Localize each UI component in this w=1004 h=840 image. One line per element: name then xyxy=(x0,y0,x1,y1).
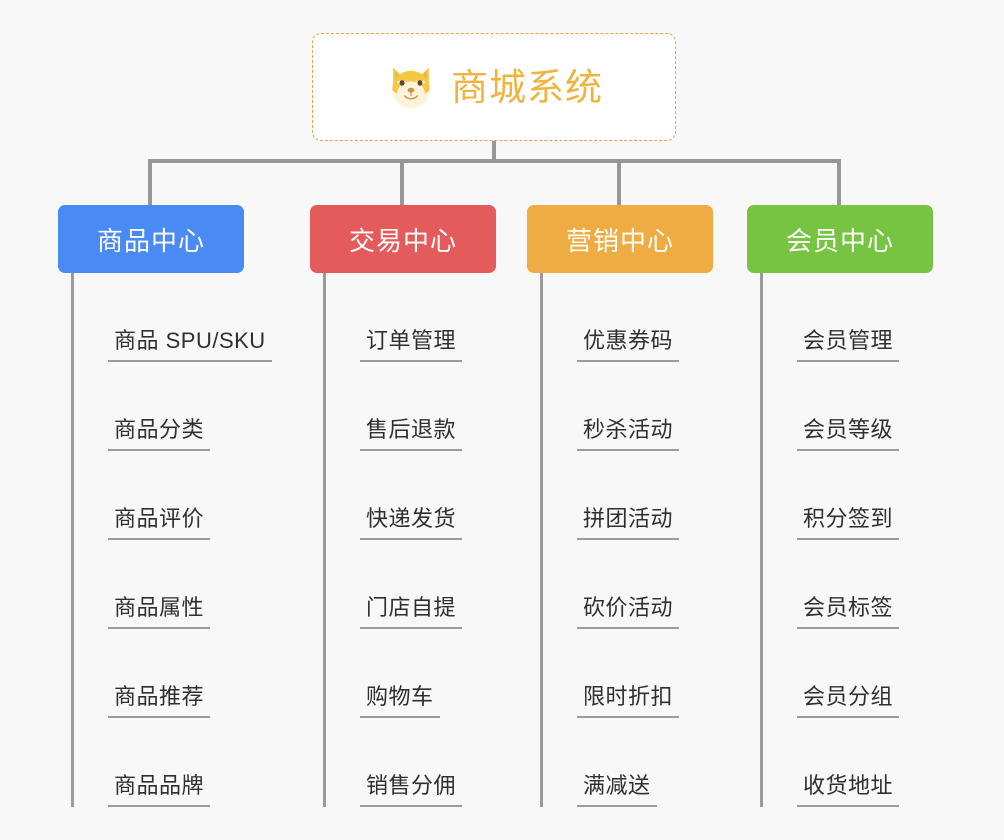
leaf-label: 商品评价 xyxy=(108,506,211,540)
list-item[interactable]: 商品分类 xyxy=(74,362,298,451)
category-header-member-center[interactable]: 会员中心 xyxy=(747,205,933,273)
list-item[interactable]: 门店自提 xyxy=(326,540,528,629)
leaf-label: 满减送 xyxy=(577,773,657,807)
branch-marketing-center: 营销中心 优惠券码 秒杀活动 拼团活动 砍价活动 限时折扣 满减送 xyxy=(527,205,737,807)
connector-drop-trade-center xyxy=(400,159,404,205)
list-item[interactable]: 会员标签 xyxy=(763,540,955,629)
connector-drop-marketing-center xyxy=(617,159,621,205)
root-node-title: 商城系统 xyxy=(451,66,603,108)
leaf-label: 会员标签 xyxy=(797,595,900,629)
category-header-product-center[interactable]: 商品中心 xyxy=(58,205,244,273)
leaf-label: 积分签到 xyxy=(797,506,900,540)
list-item[interactable]: 商品推荐 xyxy=(74,629,298,718)
leaf-label: 限时折扣 xyxy=(577,684,680,718)
leaf-label: 订单管理 xyxy=(360,328,463,362)
list-item[interactable]: 商品品牌 xyxy=(74,718,298,807)
category-header-marketing-center[interactable]: 营销中心 xyxy=(527,205,713,273)
connector-drop-member-center xyxy=(837,159,841,205)
list-item[interactable]: 售后退款 xyxy=(326,362,528,451)
branch-product-center: 商品中心 商品 SPU/SKU 商品分类 商品评价 商品属性 商品推荐 商品品牌 xyxy=(58,205,298,807)
list-item[interactable]: 限时折扣 xyxy=(543,629,737,718)
list-item[interactable]: 收货地址 xyxy=(763,718,955,807)
list-item[interactable]: 销售分佣 xyxy=(326,718,528,807)
leaf-label: 收货地址 xyxy=(797,773,900,807)
connector-horizontal-bus xyxy=(148,159,841,163)
leaf-label: 商品推荐 xyxy=(108,684,211,718)
category-title: 营销中心 xyxy=(565,225,674,256)
leaf-label: 会员分组 xyxy=(797,684,900,718)
leaf-label: 商品品牌 xyxy=(108,773,211,807)
leaf-list-marketing-center: 优惠券码 秒杀活动 拼团活动 砍价活动 限时折扣 满减送 xyxy=(540,273,737,807)
category-header-trade-center[interactable]: 交易中心 xyxy=(310,205,496,273)
branch-trade-center: 交易中心 订单管理 售后退款 快递发货 门店自提 购物车 销售分佣 xyxy=(310,205,528,807)
list-item[interactable]: 秒杀活动 xyxy=(543,362,737,451)
leaf-list-member-center: 会员管理 会员等级 积分签到 会员标签 会员分组 收货地址 xyxy=(760,273,955,807)
leaf-label: 销售分佣 xyxy=(360,773,463,807)
shiba-dog-face-icon xyxy=(392,67,430,109)
list-item[interactable]: 商品属性 xyxy=(74,540,298,629)
list-item[interactable]: 购物车 xyxy=(326,629,528,718)
leaf-label: 会员等级 xyxy=(797,417,900,451)
leaf-label: 售后退款 xyxy=(360,417,463,451)
list-item[interactable]: 快递发货 xyxy=(326,451,528,540)
list-item[interactable]: 商品评价 xyxy=(74,451,298,540)
leaf-label: 砍价活动 xyxy=(577,595,680,629)
leaf-label: 秒杀活动 xyxy=(577,417,680,451)
connector-drop-product-center xyxy=(148,159,152,205)
list-item[interactable]: 订单管理 xyxy=(326,273,528,362)
leaf-label: 商品 SPU/SKU xyxy=(108,328,272,362)
root-node-mall-system[interactable]: 商城系统 xyxy=(312,33,676,141)
category-title: 会员中心 xyxy=(785,225,894,256)
connector-root-stem xyxy=(492,141,496,162)
branch-member-center: 会员中心 会员管理 会员等级 积分签到 会员标签 会员分组 收货地址 xyxy=(747,205,955,807)
leaf-label: 购物车 xyxy=(360,684,440,718)
leaf-label: 优惠券码 xyxy=(577,328,680,362)
leaf-list-trade-center: 订单管理 售后退款 快递发货 门店自提 购物车 销售分佣 xyxy=(323,273,528,807)
list-item[interactable]: 满减送 xyxy=(543,718,737,807)
list-item[interactable]: 拼团活动 xyxy=(543,451,737,540)
leaf-list-product-center: 商品 SPU/SKU 商品分类 商品评价 商品属性 商品推荐 商品品牌 xyxy=(71,273,298,807)
list-item[interactable]: 会员等级 xyxy=(763,362,955,451)
leaf-label: 商品属性 xyxy=(108,595,211,629)
list-item[interactable]: 会员管理 xyxy=(763,273,955,362)
leaf-label: 会员管理 xyxy=(797,328,900,362)
leaf-label: 门店自提 xyxy=(360,595,463,629)
list-item[interactable]: 优惠券码 xyxy=(543,273,737,362)
list-item[interactable]: 会员分组 xyxy=(763,629,955,718)
list-item[interactable]: 商品 SPU/SKU xyxy=(74,273,298,362)
leaf-label: 商品分类 xyxy=(108,417,211,451)
leaf-label: 快递发货 xyxy=(360,506,463,540)
category-title: 商品中心 xyxy=(96,225,205,256)
category-title: 交易中心 xyxy=(348,225,457,256)
list-item[interactable]: 砍价活动 xyxy=(543,540,737,629)
leaf-label: 拼团活动 xyxy=(577,506,680,540)
list-item[interactable]: 积分签到 xyxy=(763,451,955,540)
